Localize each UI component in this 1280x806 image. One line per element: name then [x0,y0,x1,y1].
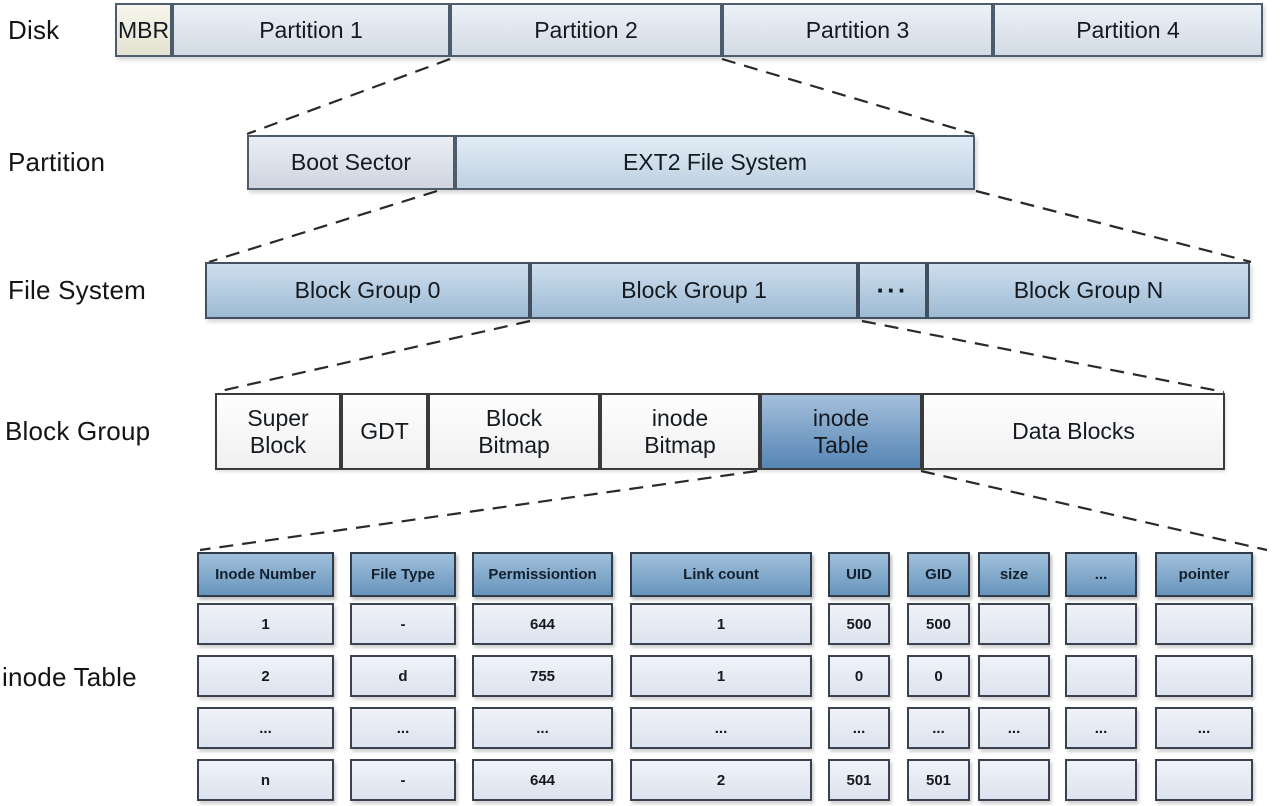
dashed-line-ext2-left [208,189,438,264]
bg-segment-data-blocks: Data Blocks [922,393,1225,470]
partition-segment-ext2: EXT2 File System [455,135,975,190]
dashed-line-inodetable-left [199,469,758,552]
inode-cell: 500 [828,603,890,645]
inode-cell [1065,759,1137,801]
inode-cell: ... [472,707,613,749]
inode-cell: - [350,603,456,645]
disk-segment-mbr: MBR [115,3,172,57]
dashed-line-blockgroup-left [215,319,531,394]
inode-cell: 501 [828,759,890,801]
dashed-line-blockgroup-right [861,319,1225,394]
dashed-line-partition2-left [246,57,451,136]
inode-cell: 0 [907,655,970,697]
dashed-line-ext2-right [975,189,1252,264]
inode-header-size: size [978,552,1050,597]
inode-header-ellipsis: ... [1065,552,1137,597]
inode-cell: d [350,655,456,697]
row-label-disk: Disk [8,14,60,45]
inode-cell [978,759,1050,801]
inode-cell [1065,603,1137,645]
bg-segment-super-block: Super Block [215,393,341,470]
inode-cell [978,603,1050,645]
inode-cell: ... [350,707,456,749]
inode-cell [1155,655,1253,697]
inode-cell: 501 [907,759,970,801]
disk-segment-partition-3: Partition 3 [722,3,993,57]
disk-segment-partition-1: Partition 1 [172,3,450,57]
inode-cell: 1 [630,655,812,697]
inode-cell: ... [197,707,334,749]
inode-cell: 2 [630,759,812,801]
row-label-block-group: Block Group [5,416,151,446]
inode-cell: 644 [472,603,613,645]
inode-header-gid: GID [907,552,970,597]
inode-header-pointer: pointer [1155,552,1253,597]
bg-segment-inode-bitmap: inode Bitmap [600,393,760,470]
inode-cell: 1 [197,603,334,645]
row-label-file-system: File System [8,275,147,305]
inode-cell: ... [907,707,970,749]
fs-segment-ellipsis: ··· [858,262,927,319]
inode-cell: 2 [197,655,334,697]
row-label-inode-table: inode Table [2,661,137,692]
disk-segment-partition-4: Partition 4 [993,3,1263,57]
inode-header-inode-number: Inode Number [197,552,334,597]
inode-cell: 755 [472,655,613,697]
dashed-line-inodetable-right [920,469,1268,552]
inode-header-link-count: Link count [630,552,812,597]
inode-cell: n [197,759,334,801]
inode-cell [1065,655,1137,697]
inode-cell [978,655,1050,697]
inode-cell: 500 [907,603,970,645]
inode-cell: 644 [472,759,613,801]
inode-header-uid: UID [828,552,890,597]
inode-cell: ... [828,707,890,749]
bg-segment-inode-table: inode Table [760,393,922,470]
inode-header-permission: Permissiontion [472,552,613,597]
fs-segment-block-group-0: Block Group 0 [205,262,530,319]
fs-segment-block-group-1: Block Group 1 [530,262,858,319]
fs-segment-block-group-n: Block Group N [927,262,1250,319]
inode-cell: 1 [630,603,812,645]
inode-cell [1155,603,1253,645]
partition-segment-boot-sector: Boot Sector [247,135,455,190]
bg-segment-gdt: GDT [341,393,428,470]
inode-cell: ... [630,707,812,749]
inode-cell: - [350,759,456,801]
disk-segment-partition-2: Partition 2 [450,3,722,57]
inode-cell: ... [1065,707,1137,749]
inode-cell: 0 [828,655,890,697]
bg-segment-block-bitmap: Block Bitmap [428,393,600,470]
inode-cell: ... [1155,707,1253,749]
dashed-line-partition2-right [721,57,975,136]
inode-cell [1155,759,1253,801]
row-label-partition: Partition [8,147,106,177]
inode-header-file-type: File Type [350,552,456,597]
inode-cell: ... [978,707,1050,749]
